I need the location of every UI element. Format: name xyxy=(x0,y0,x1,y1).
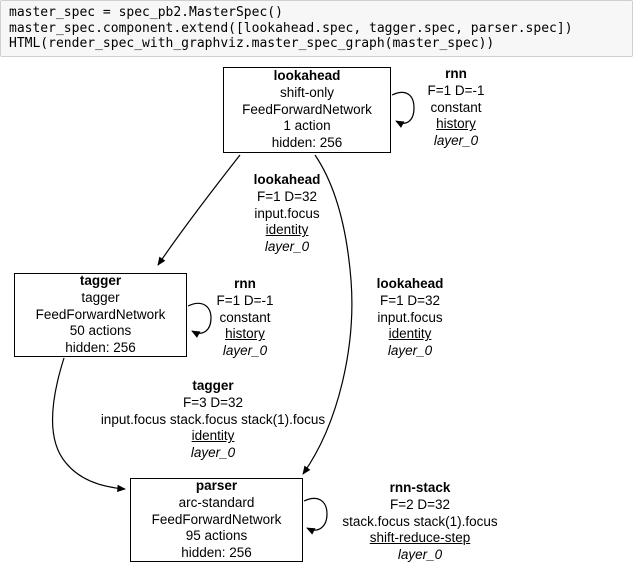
code-cell-input[interactable]: master_spec = spec_pb2.MasterSpec() mast… xyxy=(0,0,633,57)
edge-label-features: input.focus xyxy=(254,205,320,221)
edge-label-name: lookahead xyxy=(376,276,444,291)
node-title: tagger xyxy=(79,273,122,289)
node-tagger: tagger tagger FeedForwardNetwork 50 acti… xyxy=(14,273,187,357)
edge-label-name: tagger xyxy=(192,378,234,393)
edge-label-name: lookahead xyxy=(253,172,321,187)
node-parser: parser arc-standard FeedForwardNetwork 9… xyxy=(130,478,303,562)
edge-lookahead-to-parser xyxy=(302,154,353,475)
edge-label-layer: layer_0 xyxy=(264,239,310,255)
node-actions: 50 actions xyxy=(69,323,132,339)
node-hidden: hidden: 256 xyxy=(65,340,136,356)
edge-label-name: rnn xyxy=(234,276,256,291)
node-title: lookahead xyxy=(273,68,341,83)
edge-label-channel: shift-reduce-step xyxy=(369,530,471,546)
edge-label-dims: F=1 D=-1 xyxy=(427,82,485,98)
edge-lookahead-to-tagger xyxy=(157,154,241,266)
edge-lookahead-self-loop xyxy=(391,91,415,128)
edge-label-name: rnn xyxy=(445,66,467,81)
node-lookahead: lookahead shift-only FeedForwardNetwork … xyxy=(223,67,391,153)
edge-parser-self-loop xyxy=(303,497,328,535)
edge-label-features: constant xyxy=(430,99,482,115)
edge-label-layer: layer_0 xyxy=(433,133,479,149)
node-network: FeedForwardNetwork xyxy=(242,101,372,117)
edge-label-dims: F=3 D=32 xyxy=(182,394,244,410)
code-line: master_spec.component.extend([lookahead.… xyxy=(9,20,573,36)
node-network: FeedForwardNetwork xyxy=(151,511,282,527)
edge-label-channel: history xyxy=(436,116,476,132)
edge-label-channel: identity xyxy=(191,428,235,444)
node-title: parser xyxy=(195,478,238,494)
edge-label-dims: F=1 D=32 xyxy=(379,292,441,308)
edge-label-name: rnn-stack xyxy=(389,480,451,495)
code-line: HTML(render_spec_with_graphviz.master_sp… xyxy=(9,36,495,51)
edge-label-dims: F=1 D=32 xyxy=(256,188,318,204)
edge-label-layer: layer_0 xyxy=(222,343,268,359)
node-network: FeedForwardNetwork xyxy=(35,306,166,322)
edge-label-features: input.focus stack.focus stack(1).focus xyxy=(100,411,326,427)
edge-label-layer: layer_0 xyxy=(387,343,433,359)
edge-label-layer: layer_0 xyxy=(397,547,443,563)
node-actions: 1 action xyxy=(283,118,331,134)
node-hidden: hidden: 256 xyxy=(271,135,343,151)
edge-tagger-to-parser xyxy=(52,357,126,492)
node-transition: tagger xyxy=(81,289,120,305)
edge-tagger-self-loop xyxy=(187,302,212,338)
edge-label-rnn-stack: rnn-stack F=2 D=32 stack.focus stack(1).… xyxy=(270,480,570,564)
edge-label-rnn-tagger: rnn F=1 D=-1 constant history layer_0 xyxy=(95,276,395,360)
edge-label-channel: identity xyxy=(265,222,309,238)
edge-label-tagger-to-parser: tagger F=3 D=32 input.focus stack.focus … xyxy=(63,378,363,462)
edge-label-rnn-lookahead: rnn F=1 D=-1 constant history layer_0 xyxy=(306,66,606,150)
node-transition: shift-only xyxy=(279,84,335,100)
node-transition: arc-standard xyxy=(178,494,255,510)
node-hidden: hidden: 256 xyxy=(181,545,252,561)
edge-label-lookahead-to-parser: lookahead F=1 D=32 input.focus identity … xyxy=(260,276,560,360)
edge-label-features: constant xyxy=(219,309,271,325)
edge-label-channel: history xyxy=(225,326,265,342)
edge-label-channel: identity xyxy=(388,326,432,342)
edge-label-features: stack.focus stack(1).focus xyxy=(342,513,498,529)
edge-label-layer: layer_0 xyxy=(190,445,236,461)
edge-label-features: input.focus xyxy=(377,309,443,325)
edge-label-dims: F=2 D=32 xyxy=(389,496,451,512)
edge-label-dims: F=1 D=-1 xyxy=(216,292,274,308)
code-line: master_spec = spec_pb2.MasterSpec() xyxy=(9,5,283,20)
node-actions: 95 actions xyxy=(185,528,248,544)
edge-label-lookahead-to-tagger: lookahead F=1 D=32 input.focus identity … xyxy=(137,172,437,256)
